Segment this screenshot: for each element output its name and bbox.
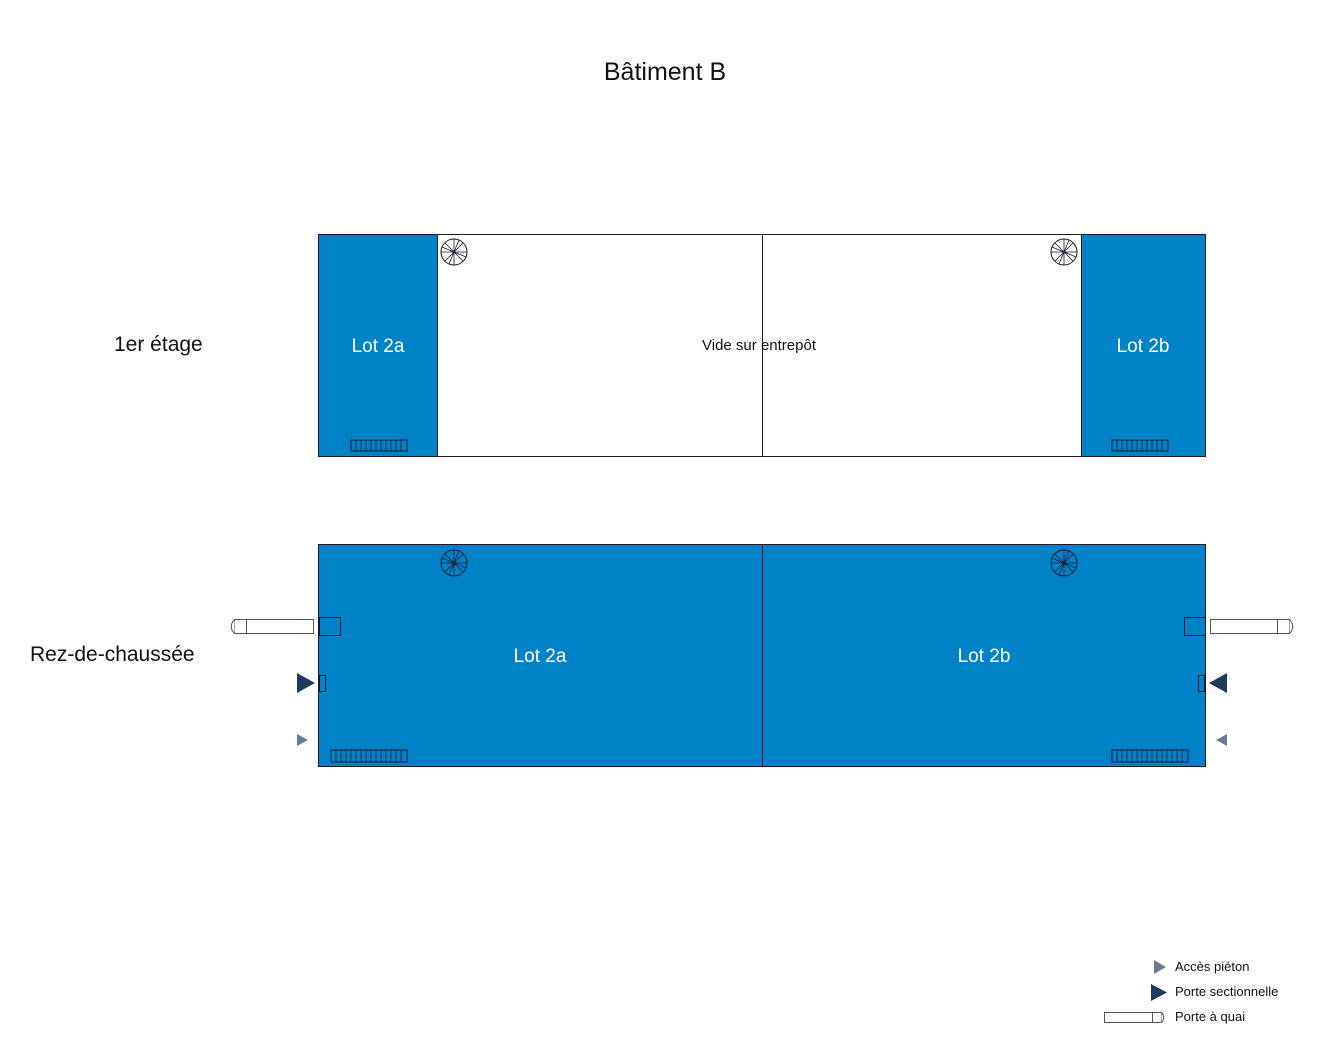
dock-door-icon: [230, 617, 341, 636]
spiral-stairs-icon: [440, 549, 468, 577]
spiral-stairs-icon: [1050, 549, 1078, 577]
ground-lot-2a-label: Lot 2a: [514, 646, 567, 667]
ground-lot-2b-area[interactable]: [762, 544, 1206, 767]
legend-item-dock: Porte à quai: [1100, 1006, 1320, 1031]
upper-floor: Lot 2a Lot 2b Vide sur entrepôt: [318, 234, 1206, 457]
upper-lot-2b-area[interactable]: [1081, 234, 1206, 457]
pedestrian-access-icon: [1216, 734, 1227, 746]
dock-door-icon: [1184, 617, 1294, 636]
upper-lot-2b-label: Lot 2b: [1117, 336, 1170, 357]
legend-item-pedestrian: Accès piéton: [1100, 956, 1320, 981]
page-title: Bâtiment B: [603, 58, 727, 86]
legend: Accès piéton Porte sectionnelle Porte à …: [1100, 956, 1320, 1031]
pedestrian-access-icon: [1154, 960, 1166, 974]
spiral-stairs-icon: [1050, 238, 1078, 266]
upper-lot-2a-label: Lot 2a: [352, 336, 405, 357]
ground-floor-label: Rez-de-chaussée: [30, 643, 195, 666]
stairs-icon: [350, 439, 408, 452]
void-label: Vide sur entrepôt: [702, 337, 817, 354]
sectional-door-icon: [1151, 984, 1167, 1001]
upper-lot-2a-area[interactable]: [318, 234, 438, 457]
legend-item-sectional: Porte sectionnelle: [1100, 981, 1320, 1006]
ground-floor: Lot 2a Lot 2b: [230, 544, 1294, 767]
ground-lot-2a-area[interactable]: [318, 544, 763, 767]
spiral-stairs-icon: [440, 238, 468, 266]
stairs-icon: [330, 749, 408, 763]
legend-sectional-label: Porte sectionnelle: [1175, 984, 1279, 999]
legend-dock-label: Porte à quai: [1175, 1009, 1246, 1024]
sectional-door-icon: [297, 673, 326, 693]
stairs-icon: [1111, 749, 1189, 763]
upper-floor-label: 1er étage: [114, 333, 203, 356]
ground-lot-2b-label: Lot 2b: [958, 646, 1011, 667]
dock-door-icon: [1104, 1012, 1165, 1023]
stairs-icon: [1111, 439, 1169, 452]
pedestrian-access-icon: [297, 734, 308, 746]
legend-pedestrian-label: Accès piéton: [1175, 959, 1250, 974]
sectional-door-icon: [1198, 673, 1227, 693]
